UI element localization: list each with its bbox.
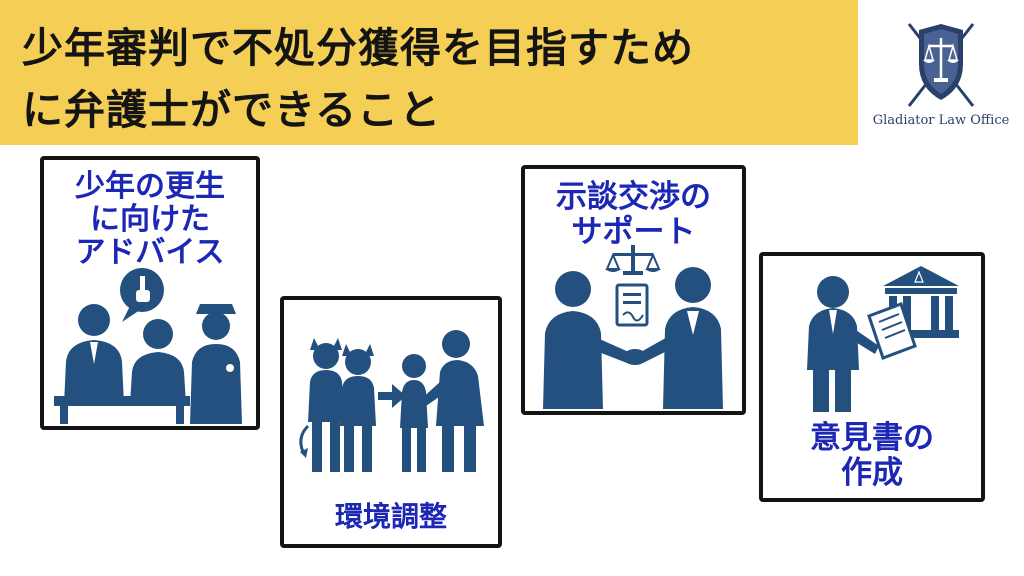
law-office-logo: Gladiator Law Office <box>858 0 1024 145</box>
page-title-line-2: に弁護士ができること <box>22 86 442 134</box>
card-environment: 環境調整 <box>280 296 502 548</box>
card-advice-label-line-2: に向けた <box>90 202 210 237</box>
card-advice-label: 少年の更生 に向けた アドバイス <box>44 170 256 269</box>
card-opinion-label-line-2: 作成 <box>841 455 903 491</box>
handshake-with-scales-icon <box>543 245 723 409</box>
card-settlement-label: 示談交渉の サポート <box>525 180 742 250</box>
consultation-with-police-icon <box>54 268 242 424</box>
card-environment-label: 環境調整 <box>284 499 498 534</box>
logo-text: Gladiator Law Office <box>872 113 1010 128</box>
page-title-line-1: 少年審判で不処分獲得を目指すため <box>22 24 694 72</box>
shield-scales-icon <box>907 23 975 107</box>
card-settlement-label-line-2: サポート <box>571 214 696 250</box>
title-banner: 少年審判で不処分獲得を目指すため に弁護士ができること <box>0 0 858 145</box>
card-advice-label-line-3: アドバイス <box>75 235 225 270</box>
card-opinion-label: 意見書の 作成 <box>763 421 981 491</box>
card-opinion-label-line-1: 意見書の <box>810 420 934 456</box>
card-settlement: 示談交渉の サポート <box>521 165 746 415</box>
document-courthouse-icon <box>807 266 959 412</box>
environment-adjustment-icon <box>299 330 484 472</box>
card-advice: 少年の更生 に向けた アドバイス <box>40 156 260 430</box>
card-environment-label-line-1: 環境調整 <box>334 500 447 533</box>
card-opinion: 意見書の 作成 <box>759 252 985 502</box>
card-settlement-label-line-1: 示談交渉の <box>556 179 711 215</box>
card-advice-label-line-1: 少年の更生 <box>75 169 225 204</box>
